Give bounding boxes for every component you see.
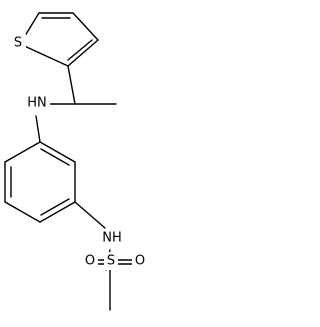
thiophene-ring [19, 12, 99, 67]
bond-c2-ch [67, 65, 76, 105]
bond-b6-b1 [4, 141, 41, 163]
atom-oxygen-right: O [132, 252, 148, 270]
amine-nh-label: HN [27, 96, 47, 111]
benzene-ring [4, 141, 76, 223]
bond-nh-benzene [35, 115, 41, 143]
sulfonamide-nh-label: NH [102, 231, 122, 246]
chemical-structure-diagram: S HN NH O S O [4, 12, 148, 311]
atom-sulfonyl-s: S [104, 252, 118, 270]
bond-b3-b4 [39, 201, 76, 223]
bond-c3-c2-inner [67, 39, 93, 61]
atom-oxygen-left: O [82, 252, 98, 270]
bond-benzene-nh [74, 201, 106, 229]
thiophene-s-label: S [14, 36, 22, 51]
bond-c2-s [19, 43, 69, 67]
bond-c4-c3 [72, 12, 99, 41]
atom-amine-nh: HN [24, 94, 50, 112]
bond-b3-b4-inner [40, 198, 70, 216]
bond-b1-b2 [39, 141, 76, 163]
oxygen-right-label: O [135, 254, 145, 269]
atom-sulfonamide-nh: NH [99, 229, 125, 247]
sulfonyl-s-label: S [107, 254, 115, 269]
bond-b4-b5 [4, 201, 41, 223]
bond-c3-c2 [67, 39, 99, 67]
atom-thiophene-s: S [10, 34, 26, 52]
ethylidene-linker [47, 65, 117, 105]
bond-b1-b2-inner [40, 148, 70, 166]
oxygen-left-label: O [85, 254, 95, 269]
